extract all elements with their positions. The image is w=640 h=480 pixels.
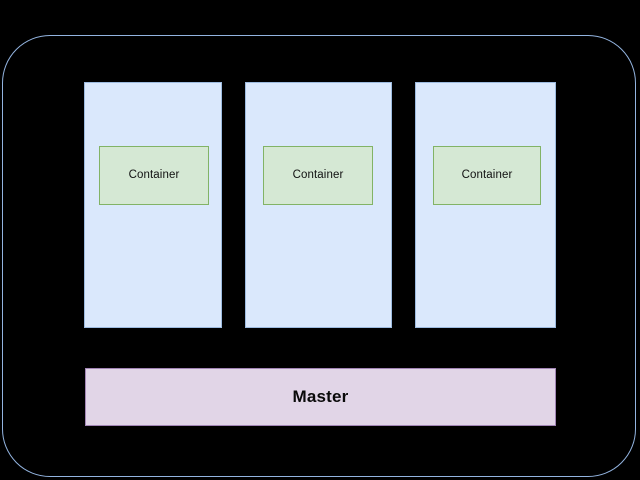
node-column-1[interactable]: Container	[84, 82, 222, 328]
container-box-1[interactable]: Container	[99, 146, 209, 205]
master-node-label: Master	[292, 387, 349, 406]
container-label-3: Container	[461, 168, 513, 181]
container-label-1: Container	[128, 168, 180, 181]
node-column-3[interactable]: Container	[415, 82, 556, 328]
container-box-2[interactable]: Container	[263, 146, 373, 205]
master-node-box[interactable]: Master	[85, 368, 556, 426]
container-label-2: Container	[292, 168, 344, 181]
node-column-2[interactable]: Container	[245, 82, 392, 328]
container-box-3[interactable]: Container	[433, 146, 541, 205]
